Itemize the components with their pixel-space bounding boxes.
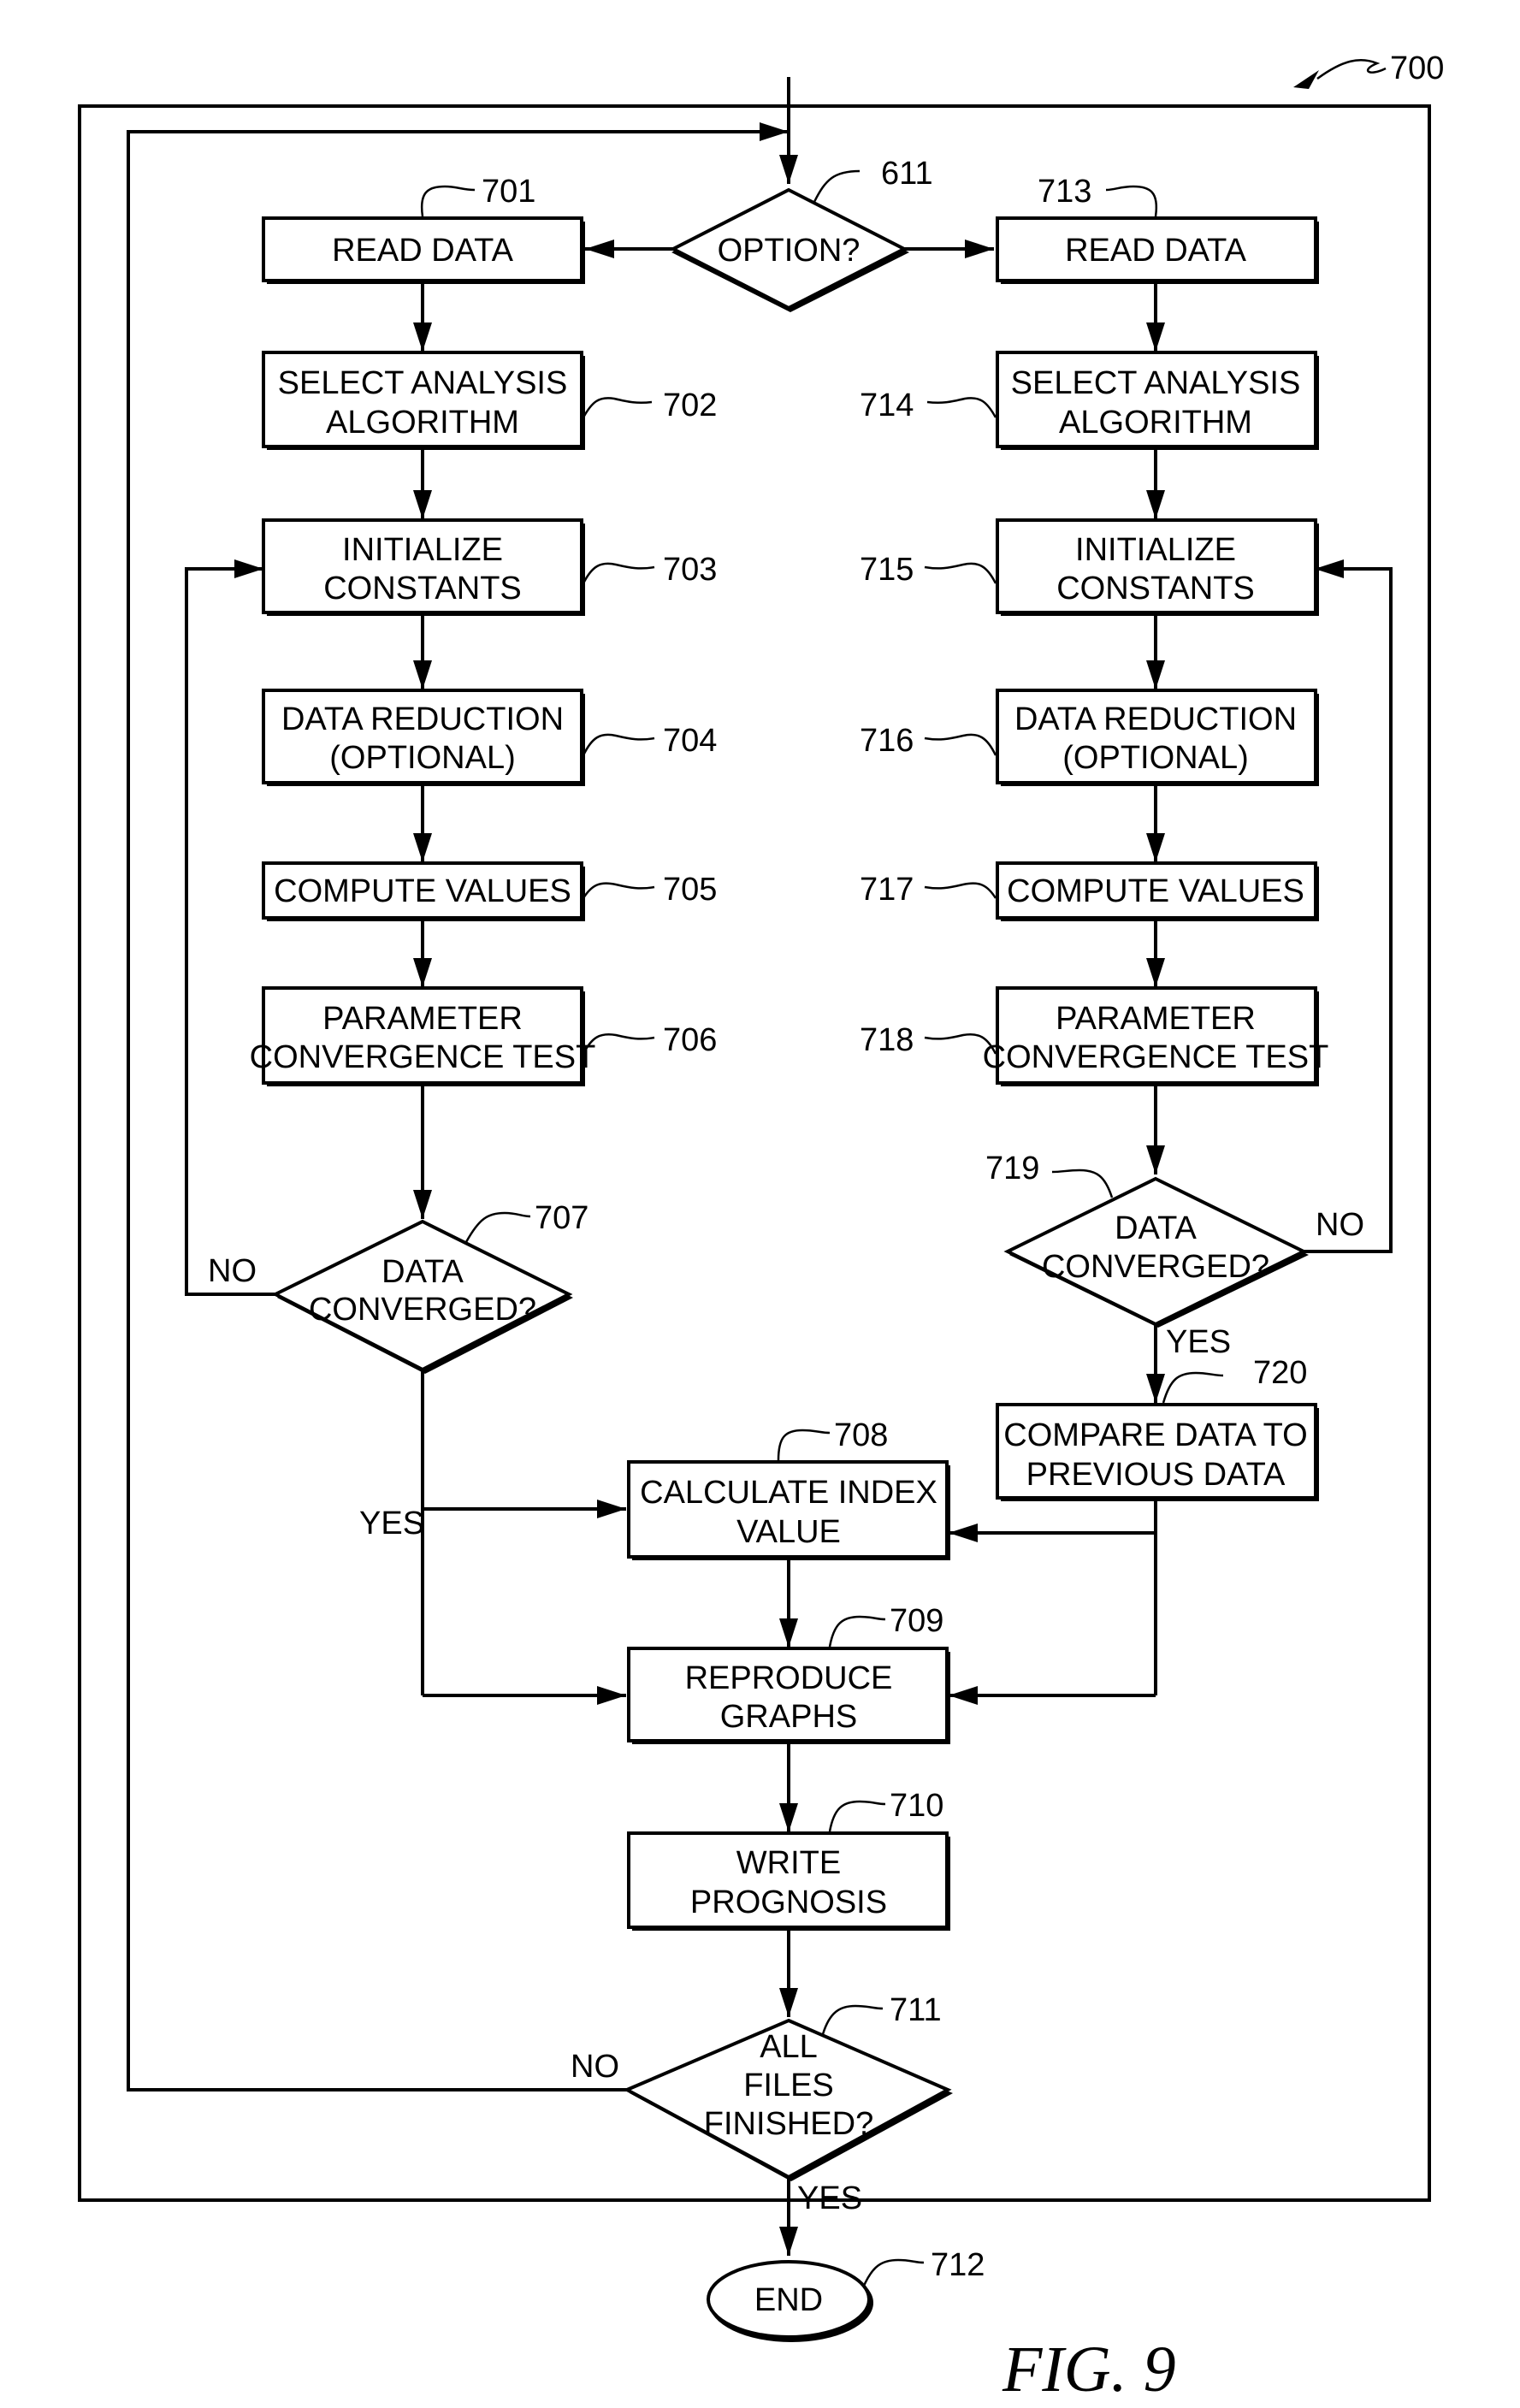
ref-702: 702: [663, 388, 717, 423]
edge-label-yes-707: YES: [359, 1506, 424, 1541]
node-label: DATA: [381, 1254, 464, 1290]
node-label: COMPUTE VALUES: [274, 873, 571, 909]
process-706-parameter-convergence-test: PARAMETER CONVERGENCE TEST: [250, 988, 596, 1086]
node-label: PARAMETER: [1056, 1001, 1256, 1037]
node-label: PARAMETER: [322, 1001, 523, 1037]
node-label: CONVERGED?: [1042, 1249, 1269, 1285]
figure-caption: FIG. 9: [1002, 2334, 1176, 2405]
process-713-read-data: READ DATA: [997, 218, 1319, 284]
process-703-initialize-constants: INITIALIZE CONSTANTS: [263, 520, 585, 616]
node-label: DATA REDUCTION: [1014, 701, 1297, 737]
ref-714: 714: [860, 388, 914, 423]
ref-611: 611: [881, 156, 933, 192]
node-label: INITIALIZE: [342, 532, 503, 568]
node-label: GRAPHS: [720, 1699, 857, 1735]
decision-711-all-files-finished: ALL FILES FINISHED?: [627, 2020, 953, 2181]
process-717-compute-values: COMPUTE VALUES: [997, 863, 1319, 921]
edge-label-no-719: NO: [1316, 1207, 1364, 1243]
terminal-712-end: END: [708, 2262, 873, 2342]
decision-719-data-converged: DATA CONVERGED?: [1008, 1179, 1309, 1328]
node-label: (OPTIONAL): [329, 740, 515, 776]
ref-703: 703: [663, 552, 717, 588]
process-708-calculate-index-value: CALCULATE INDEX VALUE: [629, 1462, 950, 1560]
figure-ref-700: 700: [1293, 50, 1444, 89]
node-label: INITIALIZE: [1075, 532, 1236, 568]
node-label: CALCULATE INDEX: [640, 1475, 937, 1511]
ref-720: 720: [1253, 1355, 1307, 1391]
node-label: REPRODUCE: [685, 1660, 893, 1696]
node-label: CONVERGED?: [309, 1292, 536, 1328]
node-label: CONSTANTS: [1056, 571, 1255, 606]
node-label: CONSTANTS: [323, 571, 522, 606]
process-716-data-reduction: DATA REDUCTION (OPTIONAL): [997, 690, 1319, 786]
process-705-compute-values: COMPUTE VALUES: [263, 863, 585, 921]
ref-709: 709: [890, 1603, 943, 1639]
ref-713: 713: [1038, 174, 1091, 210]
ref-701: 701: [482, 174, 535, 210]
node-label: ALGORITHM: [326, 405, 519, 441]
edge-label-no-711: NO: [571, 2049, 619, 2085]
edge-label-yes-711: YES: [797, 2180, 862, 2216]
node-label: PROGNOSIS: [690, 1884, 887, 1920]
ref-706: 706: [663, 1022, 717, 1058]
node-label: SELECT ANALYSIS: [278, 365, 568, 401]
decision-611-option: OPTION?: [671, 190, 909, 312]
node-label: ALL: [760, 2029, 818, 2065]
node-label: VALUE: [736, 1514, 841, 1550]
ref-717: 717: [860, 872, 914, 908]
ref-711: 711: [890, 1992, 942, 2028]
ref-710: 710: [890, 1788, 943, 1824]
node-label: CONVERGENCE TEST: [983, 1039, 1329, 1075]
node-label: DATA REDUCTION: [281, 701, 564, 737]
node-label: ALGORITHM: [1059, 405, 1252, 441]
ref-715: 715: [860, 552, 914, 588]
process-718-parameter-convergence-test: PARAMETER CONVERGENCE TEST: [983, 988, 1329, 1086]
ref-719: 719: [985, 1151, 1039, 1186]
edge-label-yes-719: YES: [1166, 1324, 1231, 1360]
edge-label-no-707: NO: [208, 1253, 257, 1289]
ref-712: 712: [931, 2247, 985, 2283]
process-715-initialize-constants: INITIALIZE CONSTANTS: [997, 520, 1319, 616]
process-720-compare-data: COMPARE DATA TO PREVIOUS DATA: [997, 1405, 1319, 1501]
process-714-select-analysis-algorithm: SELECT ANALYSIS ALGORITHM: [997, 352, 1319, 450]
ref-707: 707: [535, 1200, 588, 1236]
ref-700-label: 700: [1390, 50, 1444, 86]
node-label: END: [754, 2282, 823, 2318]
ref-708: 708: [834, 1417, 888, 1453]
process-709-reproduce-graphs: REPRODUCE GRAPHS: [629, 1648, 950, 1744]
process-702-select-analysis-algorithm: SELECT ANALYSIS ALGORITHM: [263, 352, 585, 450]
ref-705: 705: [663, 872, 717, 908]
node-label: OPTION?: [718, 233, 861, 269]
process-701-read-data: READ DATA: [263, 218, 585, 284]
node-label: SELECT ANALYSIS: [1011, 365, 1301, 401]
node-label: COMPUTE VALUES: [1007, 873, 1304, 909]
ref-716: 716: [860, 723, 914, 759]
node-label: CONVERGENCE TEST: [250, 1039, 596, 1075]
ref-718: 718: [860, 1022, 914, 1058]
decision-707-data-converged: DATA CONVERGED?: [275, 1222, 573, 1374]
node-label: PREVIOUS DATA: [1026, 1457, 1286, 1493]
node-label: COMPARE DATA TO: [1003, 1417, 1307, 1453]
ref-704: 704: [663, 723, 717, 759]
node-label: READ DATA: [1065, 233, 1246, 269]
node-label: FINISHED?: [704, 2106, 873, 2142]
node-label: DATA: [1115, 1210, 1197, 1246]
node-label: READ DATA: [332, 233, 513, 269]
node-label: FILES: [743, 2068, 834, 2103]
process-710-write-prognosis: WRITE PROGNOSIS: [629, 1833, 950, 1931]
node-label: WRITE: [736, 1845, 841, 1881]
process-704-data-reduction: DATA REDUCTION (OPTIONAL): [263, 690, 585, 786]
node-label: (OPTIONAL): [1062, 740, 1248, 776]
